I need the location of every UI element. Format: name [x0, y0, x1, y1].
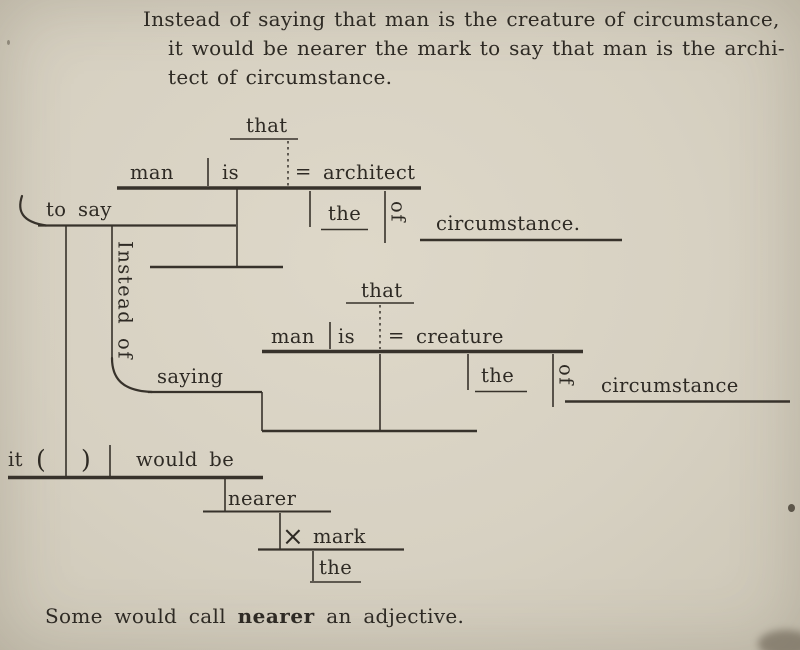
- gerund-saying: saying: [157, 365, 224, 388]
- upper-conjunction-that: that: [246, 114, 288, 137]
- lower-complement-creature: creature: [416, 325, 504, 348]
- upper-prep-object-circumstance: circumstance.: [436, 212, 581, 235]
- article-the-under-mark: the: [319, 556, 353, 579]
- preposition-instead-of: Instead of: [113, 241, 137, 360]
- expletive-paren-close: ): [81, 445, 92, 474]
- lower-subject-man: man: [271, 325, 315, 348]
- sentence-line-3: tect of circumstance.: [168, 65, 393, 89]
- upper-verb-is: is: [222, 161, 240, 184]
- ellipsis-x-sign: ×: [282, 522, 305, 552]
- sentence-line-1: Instead of saying that man is the creatu…: [143, 7, 780, 31]
- upper-subject-man: man: [130, 161, 174, 184]
- upper-complement-architect: architect: [323, 161, 416, 184]
- expletive-paren-open: (: [36, 445, 47, 474]
- upper-article-the: the: [328, 202, 362, 225]
- sentence-line-2: it would be nearer the mark to say that …: [168, 36, 785, 60]
- upper-preposition-of: of: [386, 201, 410, 223]
- lower-prep-object-circumstance: circumstance: [601, 374, 739, 397]
- main-subject-it: it: [8, 448, 23, 471]
- object-mark: mark: [313, 525, 366, 548]
- footnote-post: an adjective.: [314, 604, 465, 628]
- lower-verb-is: is: [338, 325, 356, 348]
- footnote: Some would call nearer an adjective.: [45, 605, 464, 627]
- footnote-emphasis: nearer: [237, 604, 315, 628]
- scan-speck: [788, 504, 795, 512]
- lower-conjunction-that: that: [361, 279, 403, 302]
- lower-equals-sign: =: [388, 324, 405, 347]
- lower-article-the: the: [481, 364, 515, 387]
- lower-preposition-of: of: [554, 364, 578, 386]
- scan-speck: [7, 40, 10, 45]
- main-complement-nearer: nearer: [228, 487, 297, 510]
- main-verb-would-be: would be: [136, 448, 235, 471]
- infinitive-to-say: to say: [46, 198, 112, 221]
- scan-smudge: [758, 630, 800, 650]
- footnote-pre: Some would call: [45, 604, 238, 628]
- upper-equals-sign: =: [295, 160, 312, 183]
